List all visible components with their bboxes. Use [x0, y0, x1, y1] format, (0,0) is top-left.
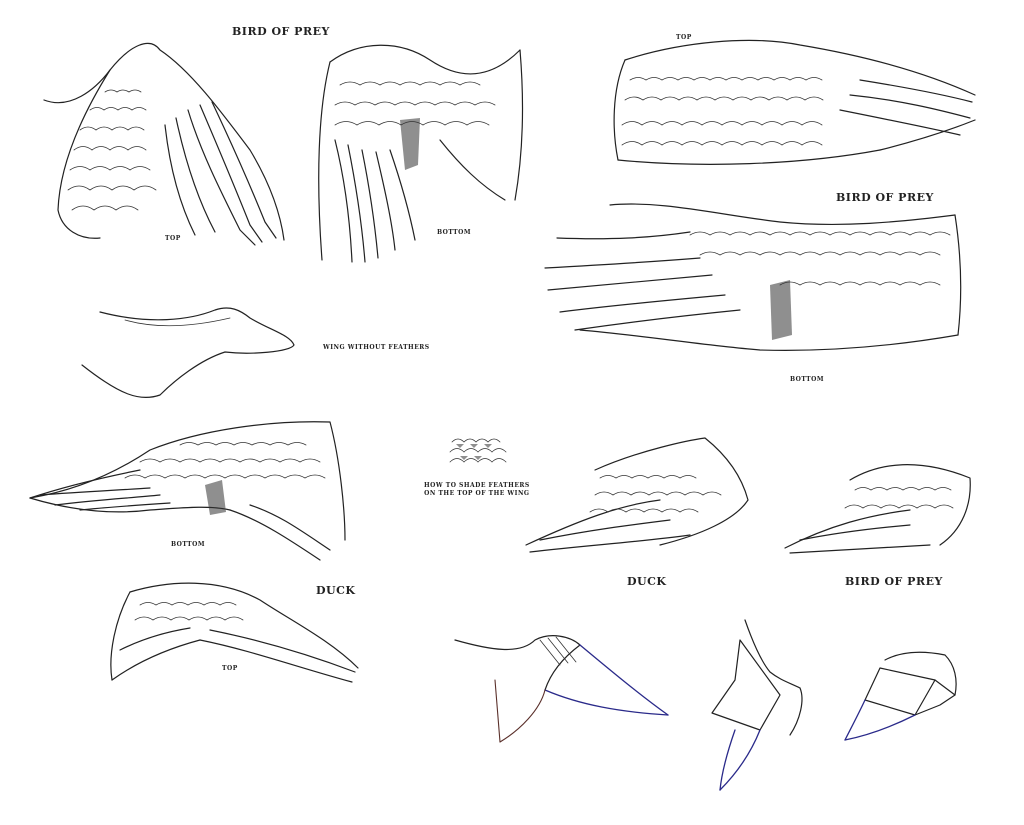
label-bottom-spread-wing: Bottom [171, 541, 205, 548]
label-bird-of-prey-top-left: Bird of Prey [232, 25, 330, 38]
label-wing-without-feathers: Wing without feathers [323, 344, 430, 351]
folded-wing-right-illustration [784, 464, 971, 554]
label-bird-of-prey-bottom: Bird of Prey [845, 575, 943, 588]
label-duck-left: Duck [316, 584, 356, 597]
label-bottom-left-wing: Bottom [437, 229, 471, 236]
label-shade-line-2: on the top of the wing [424, 490, 530, 497]
label-bottom-right-wing: Bottom [790, 376, 824, 383]
label-shade-feathers: How to shade feathers on the top of the … [424, 482, 530, 498]
wing-without-feathers-illustration [81, 307, 295, 399]
label-top-left-wing: Top [165, 235, 181, 242]
label-bird-of-prey-right: Bird of Prey [836, 191, 934, 204]
label-top-duck-wing: Top [222, 665, 238, 672]
construction-duck-wing [454, 635, 669, 743]
label-shade-line-1: How to shade feathers [424, 482, 530, 489]
duck-wing-top-illustration [110, 582, 359, 683]
construction-middle-wing [711, 619, 803, 791]
feather-shading-sample [449, 438, 507, 463]
spread-wing-top-right-illustration [613, 39, 976, 165]
folded-wing-bottom-illustration [318, 44, 524, 263]
folded-wing-middle-illustration [525, 437, 749, 553]
folded-wing-top-illustration [43, 42, 285, 246]
label-top-right-wing: Top [676, 34, 692, 41]
spread-wing-bottom-illustration [29, 421, 346, 561]
construction-bird-of-prey-wing [844, 651, 957, 741]
label-duck-bottom: Duck [627, 575, 667, 588]
spread-wing-bottom-right-illustration [544, 203, 962, 351]
